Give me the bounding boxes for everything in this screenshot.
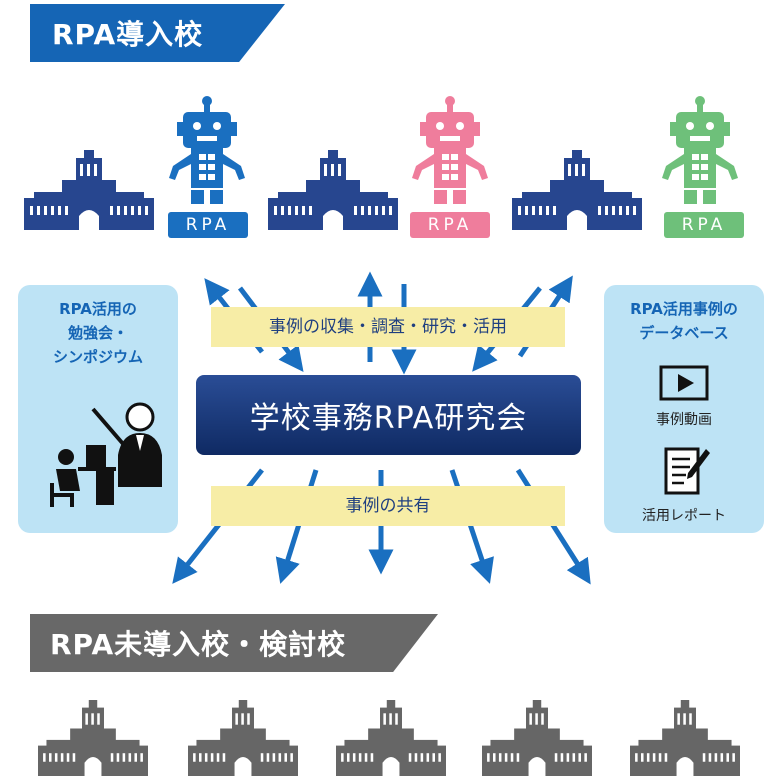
- case-database-panel: RPA活用事例の データベース 事例動画 活用レポート: [604, 285, 764, 533]
- header-non-rpa-schools: RPA未導入校・検討校: [30, 614, 438, 672]
- school-building-icon: [336, 700, 446, 776]
- report-document-icon: [664, 447, 710, 495]
- rpa-tag-pink: RPA: [410, 212, 490, 238]
- usage-report-label: 活用レポート: [642, 508, 726, 524]
- center-title: 学校事務RPA研究会: [196, 375, 581, 455]
- panel-line: データベース: [639, 324, 729, 342]
- rpa-tag-blue: RPA: [168, 212, 248, 238]
- panel-line: RPA活用事例の: [630, 300, 738, 318]
- study-symposium-panel: RPA活用の 勉強会・ シンポジウム: [18, 285, 178, 533]
- school-building-icon: [630, 700, 740, 776]
- school-building-icon: [188, 700, 298, 776]
- panel-line: RPA活用の: [59, 300, 137, 318]
- video-play-icon: [659, 365, 709, 401]
- school-building-icon: [38, 700, 148, 776]
- school-building-icon: [482, 700, 592, 776]
- collect-research-label: 事例の収集・調査・研究・活用: [211, 307, 565, 347]
- rpa-tag-green: RPA: [664, 212, 744, 238]
- panel-line: 勉強会・: [67, 324, 128, 342]
- share-cases-label: 事例の共有: [211, 486, 565, 526]
- case-video-label: 事例動画: [656, 412, 712, 428]
- header-rpa-schools: RPA導入校: [30, 4, 285, 62]
- panel-line: シンポジウム: [52, 348, 143, 366]
- lecture-presenter-icon: [50, 402, 162, 507]
